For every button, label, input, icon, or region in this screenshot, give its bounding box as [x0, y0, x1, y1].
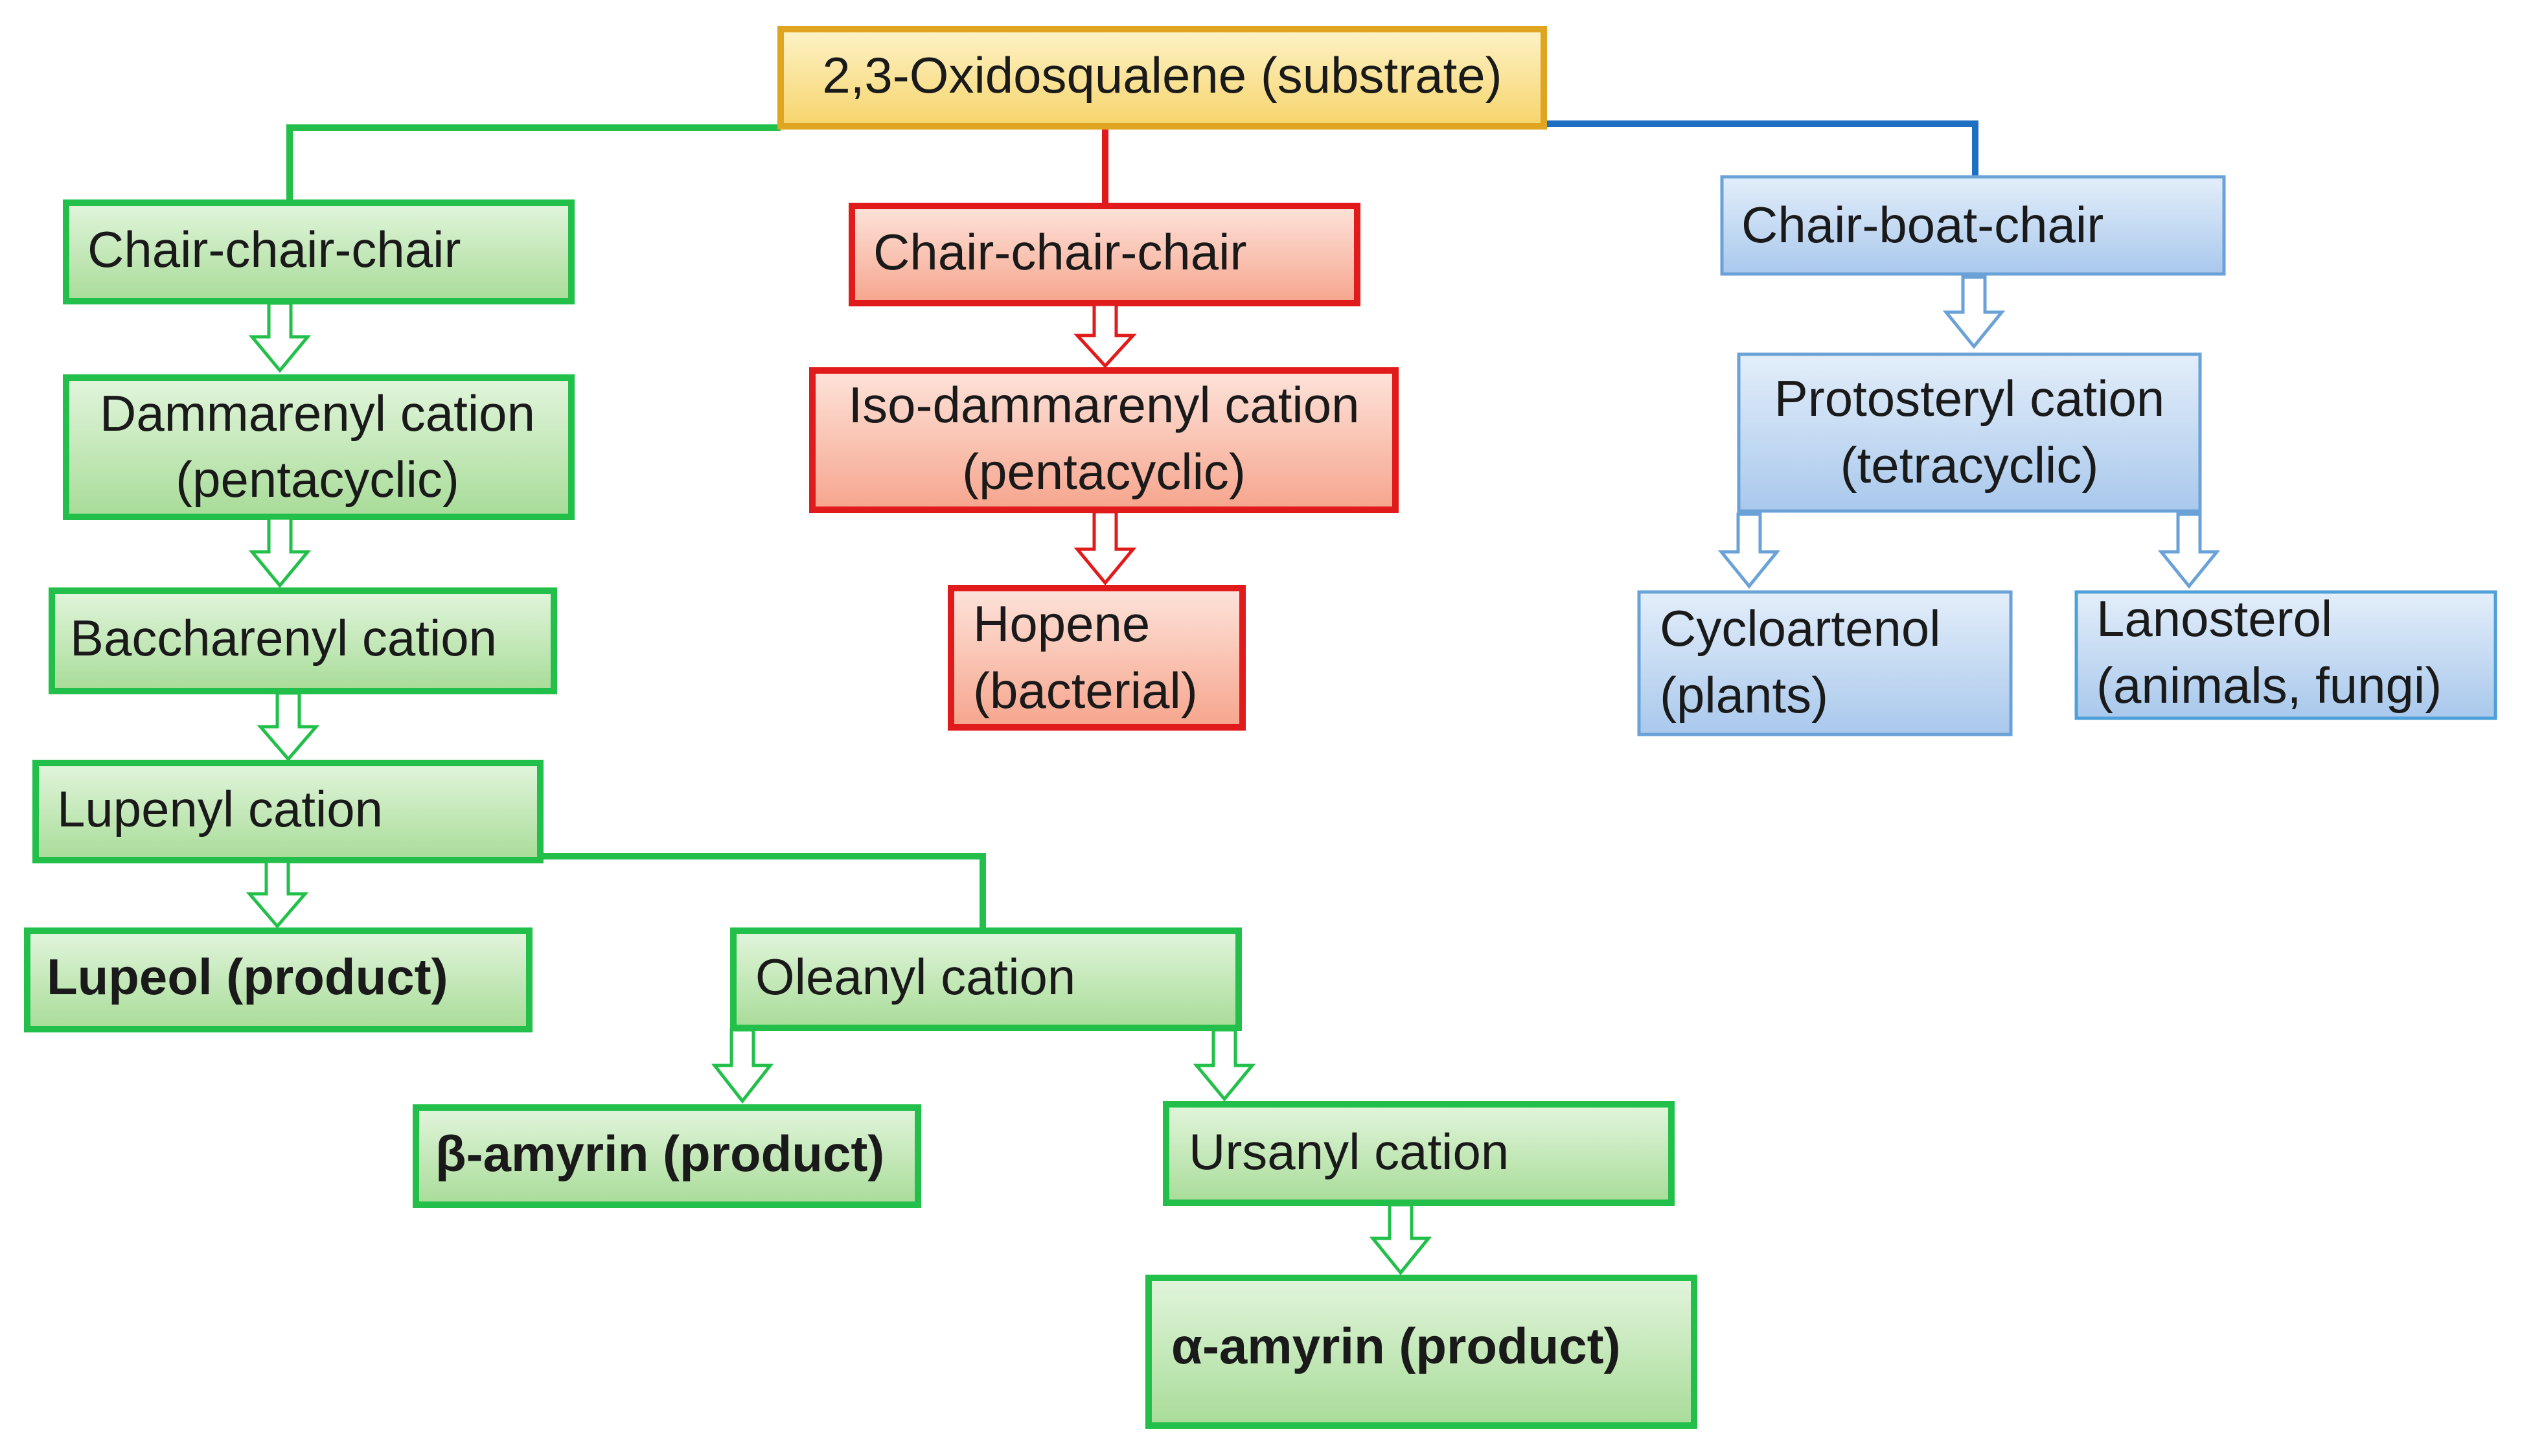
node-blue-chair-box — [1720, 175, 2226, 276]
arrow-down-icon — [1073, 302, 1137, 369]
node-hopene-label-line2: (bacterial) — [973, 662, 1198, 719]
node-blue-chair-label: Chair-boat-chair — [1741, 196, 2104, 253]
node-lupenyl-box — [32, 760, 544, 863]
node-alpha-amyrin-label: α-amyrin (product) — [1171, 1317, 1621, 1374]
node-substrate-box — [777, 26, 1547, 130]
labels: 2,3-Oxidosqualene (substrate) Chair-chai… — [47, 47, 2442, 1374]
node-red-chair-label: Chair-chair-chair — [873, 223, 1246, 280]
connector-lupenyl-to-oleanyl — [540, 853, 986, 931]
arrow-down-icon — [2157, 512, 2221, 589]
node-dammarenyl-label-line2: (pentacyclic) — [176, 451, 459, 508]
node-lupeol-box — [24, 927, 533, 1032]
node-ursanyl-label: Ursanyl cation — [1189, 1123, 1509, 1180]
node-red-chair-box — [849, 203, 1360, 306]
node-green-chair-label: Chair-chair-chair — [87, 221, 461, 278]
node-hopene-label-line1: Hopene — [973, 595, 1150, 652]
node-lupenyl-label: Lupenyl cation — [57, 780, 383, 837]
node-cycloartenol-label-line1: Cycloartenol — [1660, 600, 1941, 657]
node-protosteryl-box — [1737, 352, 2202, 513]
node-baccharenyl-label: Baccharenyl cation — [70, 609, 497, 666]
node-protosteryl-label-line1: Protosteryl cation — [1774, 370, 2165, 427]
arrow-down-icon — [246, 859, 309, 929]
node-ursanyl-box — [1163, 1101, 1675, 1206]
arrow-down-icon — [248, 516, 312, 588]
node-beta-amyrin-box — [413, 1104, 921, 1208]
node-baccharenyl-box — [49, 587, 557, 694]
connector-substrate-to-green-branch — [286, 124, 781, 203]
node-beta-amyrin-label: β-amyrin (product) — [435, 1125, 884, 1182]
node-lanosterol-label-line2: (animals, fungi) — [2096, 657, 2442, 714]
node-oleanyl-label: Oleanyl cation — [755, 948, 1075, 1005]
node-lanosterol-box — [2074, 590, 2497, 720]
node-cycloartenol-box — [1637, 590, 2013, 736]
node-lupeol-label: Lupeol (product) — [47, 948, 448, 1005]
node-hopene-box — [948, 585, 1246, 731]
arrow-down-icon — [1369, 1203, 1432, 1275]
node-substrate-label: 2,3-Oxidosqualene (substrate) — [822, 47, 1502, 104]
node-iso-dammarenyl-label-line2: (pentacyclic) — [962, 443, 1246, 500]
arrow-down-icon — [1073, 510, 1137, 586]
node-iso-dammarenyl-box — [809, 367, 1399, 513]
arrow-down-icon — [711, 1028, 774, 1104]
node-dammarenyl-label-line1: Dammarenyl cation — [100, 385, 535, 442]
node-lanosterol-label-line1: Lanosterol — [2096, 590, 2332, 647]
node-dammarenyl-box — [63, 374, 575, 520]
arrow-down-icon — [1717, 512, 1781, 589]
arrow-down-icon — [257, 691, 320, 762]
node-cycloartenol-label-line2: (plants) — [1660, 666, 1828, 723]
node-iso-dammarenyl-label-line1: Iso-dammarenyl cation — [849, 376, 1360, 433]
node-alpha-amyrin-box — [1145, 1275, 1697, 1429]
arrow-down-icon — [1193, 1028, 1256, 1102]
node-oleanyl-box — [730, 927, 1242, 1031]
arrows — [246, 275, 2221, 1275]
connector-substrate-to-blue-branch — [1544, 120, 1978, 177]
node-protosteryl-label-line2: (tetracyclic) — [1840, 437, 2099, 494]
connector-lines — [286, 120, 1978, 931]
arrow-down-icon — [1942, 275, 2006, 349]
arrow-down-icon — [248, 301, 312, 373]
node-green-chair-box — [63, 199, 575, 304]
nodes — [24, 26, 2497, 1429]
